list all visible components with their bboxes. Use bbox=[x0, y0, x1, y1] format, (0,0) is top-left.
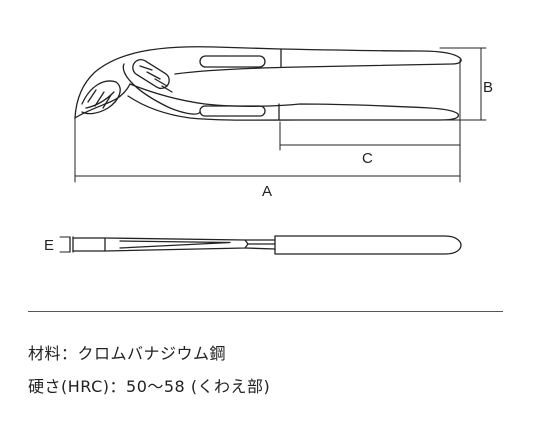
pliers-drawing-svg bbox=[59, 46, 487, 255]
pliers-technical-drawing: A B C E bbox=[44, 46, 494, 255]
pliers-jaws bbox=[74, 54, 131, 119]
dimension-lines bbox=[74, 47, 487, 183]
dimension-label-a: A bbox=[262, 183, 273, 200]
pliers-side-view bbox=[59, 235, 462, 255]
material-spec: 材料：クロムバナジウム鋼 bbox=[28, 344, 227, 363]
lower-handle bbox=[127, 83, 460, 121]
dimension-label-e: E bbox=[44, 237, 55, 254]
hardness-spec: 硬さ(HRC)：50～58 (くわえ部) bbox=[28, 377, 271, 396]
upper-handle bbox=[127, 46, 462, 75]
dimension-label-b: B bbox=[483, 79, 494, 96]
section-divider bbox=[28, 311, 503, 312]
dimension-label-c: C bbox=[362, 150, 373, 167]
pivot-slot bbox=[122, 58, 201, 115]
